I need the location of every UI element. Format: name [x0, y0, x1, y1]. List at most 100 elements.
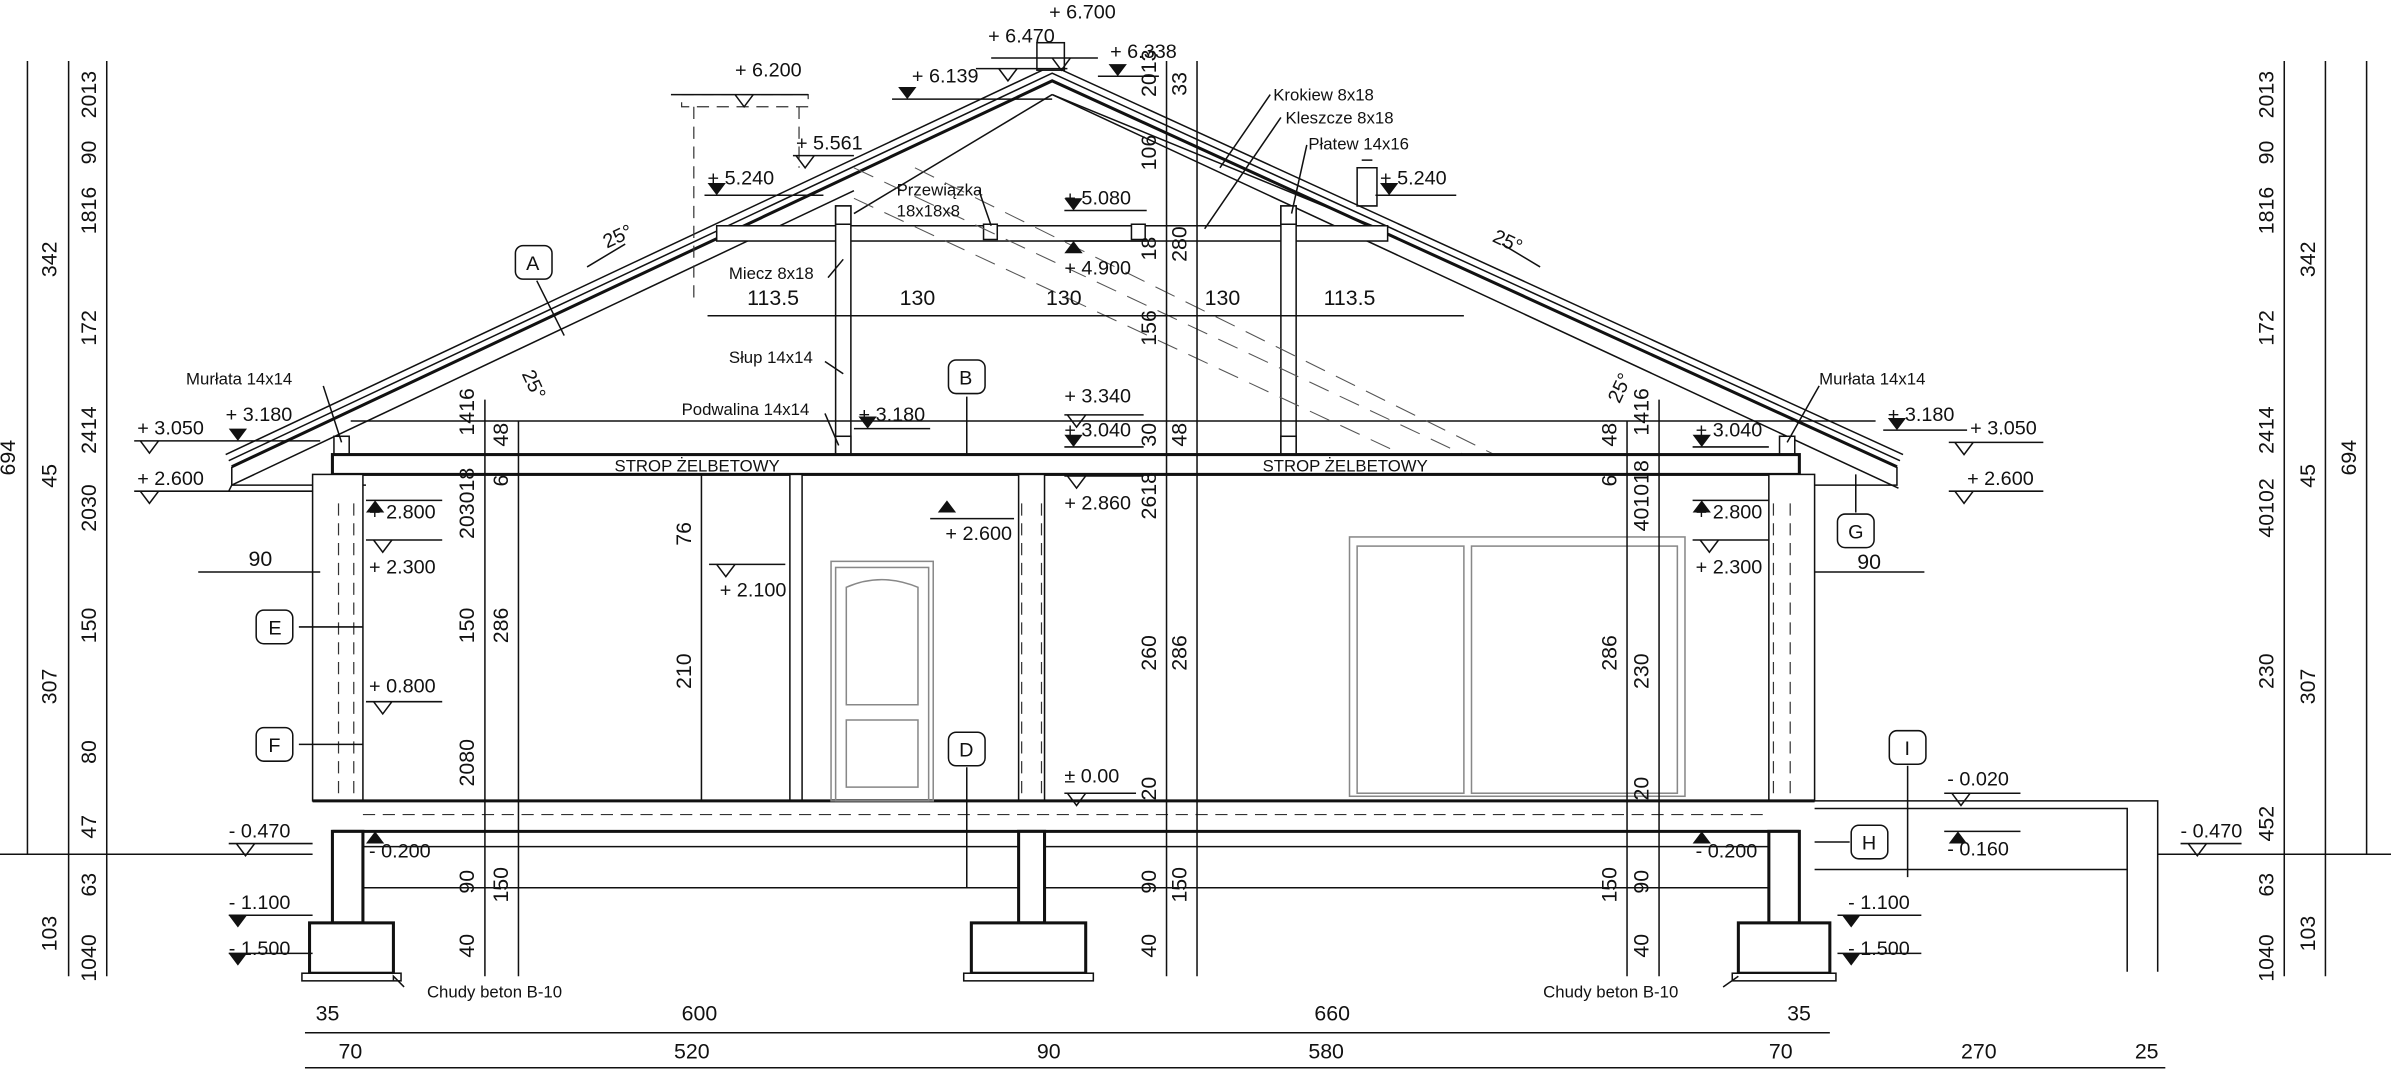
vertical-dim-label: 2030	[77, 484, 101, 532]
vertical-dim-label: 2013	[2255, 71, 2279, 118]
vertical-dim-label: 6	[489, 475, 513, 487]
elevation-label: + 2.300	[369, 557, 436, 579]
callout-d: D	[947, 731, 986, 767]
elevation-labels: + 6.700 + 6.470 + 6.338 + 6.200 + 6.139 …	[137, 1, 2242, 960]
vertical-dim-label: 90	[77, 141, 101, 165]
vertical-dim-label: 150	[1167, 867, 1191, 903]
label-podwalina: Podwalina 14x14	[682, 400, 810, 419]
vertical-dim-label: 106	[1137, 135, 1161, 171]
vertical-dim-label: 694	[2337, 440, 2361, 476]
elevation-label: - 1.500	[1848, 938, 1910, 960]
dim-label: 270	[1961, 1040, 1997, 1064]
vertical-dim-label: 150	[77, 607, 101, 643]
dim-label: 113.5	[1324, 286, 1376, 310]
vertical-dim-label: 48	[1597, 423, 1621, 447]
vertical-dim-label: 1416	[455, 388, 479, 435]
murlata-left	[333, 435, 350, 456]
vertical-dim-label: 47	[77, 815, 101, 839]
vertical-dim-label: 103	[2296, 916, 2320, 952]
elevation-label: + 2.600	[1967, 468, 2034, 490]
label-murlata-right: Murłata 14x14	[1819, 369, 1925, 388]
vertical-dim-label: 342	[2296, 242, 2320, 278]
elevation-label: + 5.080	[1064, 187, 1131, 209]
callout-h: H	[1850, 824, 1889, 860]
label-krokiew: Krokiew 8x18	[1273, 86, 1374, 105]
svg-text:G: G	[1848, 521, 1863, 543]
elevation-label: + 2.860	[1064, 492, 1131, 514]
vertical-dim-label: 401018	[1629, 460, 1653, 531]
svg-text:A: A	[526, 253, 540, 275]
vertical-dim-label: 76	[672, 522, 696, 546]
callout-e: E	[255, 609, 294, 645]
elevation-label: + 3.050	[1970, 418, 2037, 440]
elevation-label: + 3.040	[1064, 419, 1131, 441]
roof-angle-label: 25°	[1489, 226, 1525, 259]
label-slup: Słup 14x14	[729, 348, 813, 367]
dim-label: 130	[900, 286, 936, 310]
vertical-dim-label: 40	[455, 934, 479, 958]
vent-chimney	[1036, 41, 1066, 71]
vertical-dim-label: 40	[1629, 934, 1653, 958]
vertical-dim-label: 48	[489, 423, 513, 447]
dim-label: 520	[674, 1040, 710, 1064]
elevation-label: + 3.040	[1696, 419, 1763, 441]
vertical-dim-label: 40	[1137, 934, 1161, 958]
elevation-label: + 3.180	[859, 404, 926, 426]
label-strop-left: STROP ŻELBETOWY	[615, 456, 780, 475]
elevation-label: - 1.100	[229, 892, 291, 914]
dim-label: 70	[1769, 1040, 1793, 1064]
elevation-label: - 0.200	[1696, 840, 1758, 862]
elevation-label: - 0.470	[2181, 820, 2243, 842]
dim-label: 35	[1787, 1002, 1811, 1026]
vertical-dim-label: 1816	[2255, 187, 2279, 234]
vertical-dim-label: 90	[2255, 141, 2279, 165]
label-platew: Płatew 14x16	[1308, 134, 1409, 153]
vertical-dimension-lines	[26, 61, 2368, 977]
elevation-label: + 3.180	[226, 404, 293, 426]
dim-label: 600	[682, 1002, 718, 1026]
vertical-dim-label: 1040	[77, 934, 101, 982]
vertical-dim-label: 2414	[77, 406, 101, 454]
vertical-dim-label: 230	[2255, 653, 2279, 689]
label-przewiazka: Przewiązka	[897, 180, 983, 199]
murlata-right	[1778, 435, 1796, 456]
svg-text:E: E	[268, 618, 281, 640]
vertical-dim-label: 210	[672, 653, 696, 689]
elevation-label: + 3.180	[1888, 404, 1955, 426]
dim-label: 90	[1037, 1040, 1061, 1064]
vertical-dim-label: 150	[455, 607, 479, 643]
vertical-dim-label: 80	[77, 740, 101, 764]
vertical-dim-label: 286	[1167, 635, 1191, 671]
vertical-dim-label: 33	[1167, 72, 1191, 96]
elevation-label: + 5.240	[708, 168, 775, 190]
vertical-dim-label: 48	[1167, 423, 1191, 447]
elevation-label: - 0.200	[369, 840, 431, 862]
elevation-label: + 6.700	[1049, 1, 1116, 23]
vertical-dim-label: 452	[2255, 806, 2279, 842]
elevation-label: + 2.100	[720, 579, 787, 601]
vertical-dim-label: 18	[1137, 237, 1161, 261]
dim-label: 660	[1314, 1002, 1350, 1026]
elevation-markers	[134, 57, 2242, 966]
roof-angle-label: 25°	[600, 221, 636, 254]
label-przewiazka-size: 18x18x8	[897, 202, 960, 221]
vertical-dim-label: 203018	[455, 468, 479, 539]
door	[830, 560, 934, 802]
elevation-label: + 3.340	[1064, 386, 1131, 408]
elevation-label: + 2.600	[945, 523, 1012, 545]
elevation-label: - 0.020	[1947, 769, 2009, 791]
vertical-dim-label: 172	[77, 310, 101, 346]
svg-text:B: B	[959, 367, 972, 389]
elevation-label: + 5.561	[796, 132, 863, 154]
elevation-label: + 5.240	[1380, 168, 1447, 190]
przewiazka-block	[1130, 223, 1146, 241]
svg-text:D: D	[959, 740, 973, 762]
label-miecz: Miecz 8x18	[729, 264, 814, 283]
vertical-dimension-labels: 694 342 45 307 103 2013 90 1816 172 2414 2030 150 80…	[0, 49, 2361, 981]
svg-text:I: I	[1905, 738, 1911, 760]
vertical-dim-label: 63	[2255, 873, 2279, 897]
callout-i: I	[1888, 729, 1927, 765]
vertical-dim-label: 307	[37, 669, 61, 705]
vertical-dim-label: 45	[2296, 464, 2320, 488]
elevation-label: - 0.470	[229, 820, 291, 842]
